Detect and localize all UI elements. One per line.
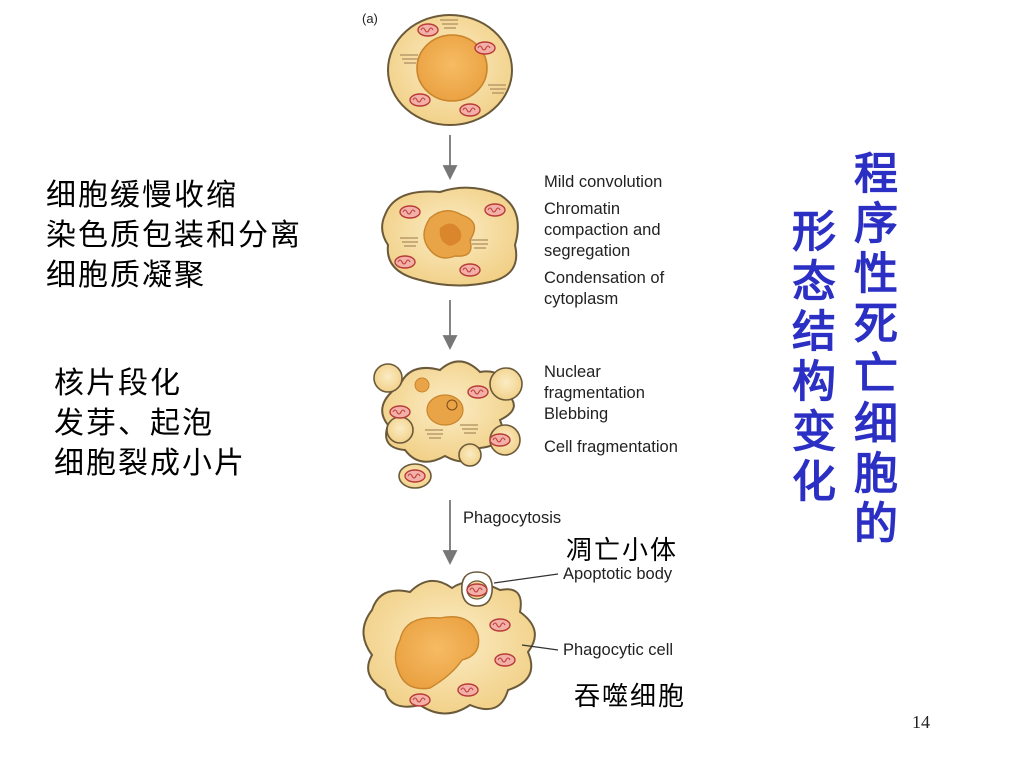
apoptotic-body-cn: 凋亡小体 [566,536,679,566]
panel-label: (a) [362,11,378,26]
notes-group-2: 核片段化 发芽、起泡 细胞裂成小片 [54,364,246,484]
note-line: 发芽、起泡 [54,406,214,441]
page-number: 14 [912,712,930,732]
phagocytosis-label: Phagocytosis [463,509,562,527]
blebbing-cell [373,360,523,489]
notes-group-1: 细胞缓慢收缩 染色质包装和分离 细胞质凝聚 [46,176,302,296]
label-line: Chromatin [544,200,621,218]
note-line: 细胞缓慢收缩 [46,178,238,213]
label-line: Condensation of [544,269,665,287]
stage2-labels: Mild convolution Chromatin compaction an… [544,172,664,310]
leader-lines [493,573,559,651]
phagocytic-cell-label: Phagocytic cell [563,641,674,659]
arrow-1 [442,135,458,181]
note-line: 核片段化 [54,366,182,401]
note-line: 染色质包装和分离 [46,218,302,253]
label-line: cytoplasm [544,290,619,308]
vertical-title-col2: 形态结构变化 [784,208,835,508]
label-line: Cell fragmentation [544,438,678,456]
label-line: segregation [544,242,631,260]
arrow-2 [442,300,458,351]
normal-cell [387,14,513,126]
phagocytic-cell [362,571,536,715]
vertical-title-col1: 程序性死亡细胞的 [846,150,897,550]
note-line: 细胞裂成小片 [54,446,246,481]
label-line: Nuclear [544,363,601,381]
shrinking-cell [381,186,519,287]
apoptotic-body-label: Apoptotic body [563,565,673,583]
phagocytic-cell-cn: 吞噬细胞 [574,682,687,712]
label-line: fragmentation [544,384,645,402]
label-line: compaction and [544,221,661,239]
label-line: Mild convolution [544,173,663,191]
note-line: 细胞质凝聚 [46,258,206,293]
stage3-labels: Nuclear fragmentation Blebbing Cell frag… [544,362,678,458]
arrow-3 [442,500,458,566]
label-line: Blebbing [544,405,609,423]
